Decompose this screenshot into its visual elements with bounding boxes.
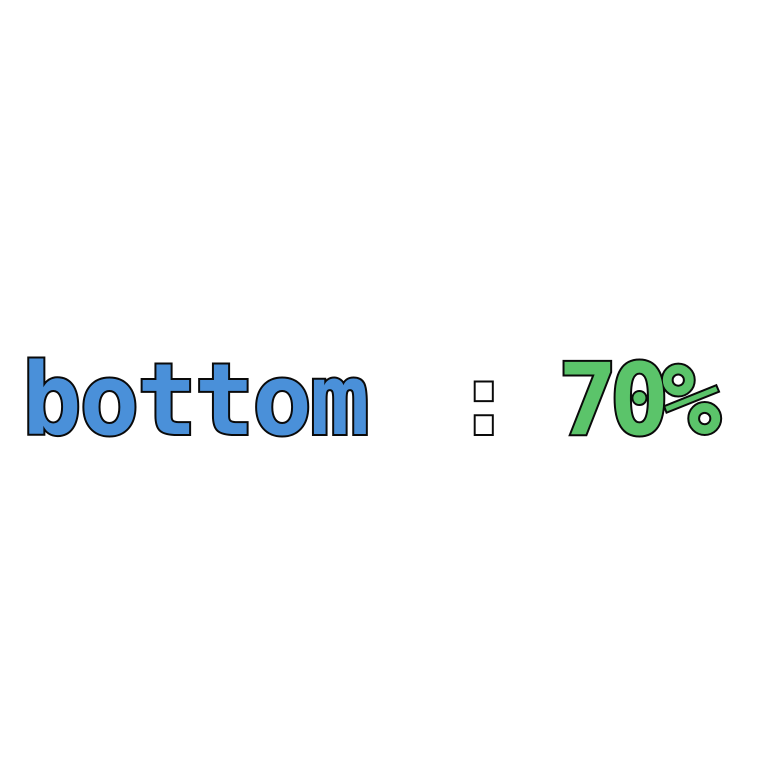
stat-value: 70%: [556, 342, 723, 458]
stat-label: bottom: [20, 342, 372, 458]
stat-separator: :: [452, 342, 516, 458]
